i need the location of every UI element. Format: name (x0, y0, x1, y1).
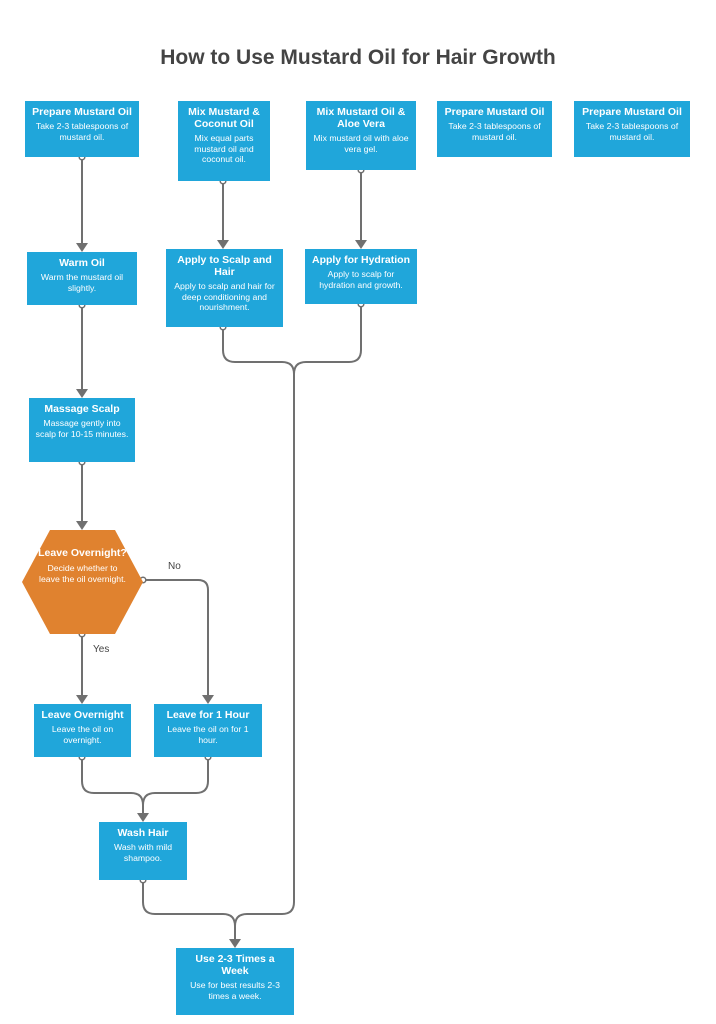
node-description: Take 2-3 tablespoons of mustard oil. (585, 121, 679, 142)
node-title: Prepare Mustard Oil (444, 106, 545, 118)
node-title: Leave for 1 Hour (166, 709, 250, 721)
node-description: Leave the oil on for 1 hour. (167, 724, 249, 745)
arrowhead-warm (76, 243, 88, 252)
arrowhead-massage (76, 389, 88, 398)
arrowhead-overnight (76, 695, 88, 704)
node-description: Leave the oil on overnight. (51, 724, 114, 745)
node-use-2-3-times-week: Use 2-3 Times a Week Use for best result… (176, 948, 294, 1015)
diagram-title: How to Use Mustard Oil for Hair Growth (160, 46, 556, 69)
connector-hydration-merge (293, 304, 362, 375)
node-description: Apply to scalp and hair for deep conditi… (174, 281, 275, 312)
node-title: Warm Oil (59, 257, 105, 269)
node-title: Use 2-3 Times a Week (195, 953, 275, 977)
node-mix-mustard-coconut: Mix Mustard & Coconut Oil Mix equal part… (178, 101, 270, 181)
edge-label-no: No (168, 561, 181, 572)
node-wash-hair: Wash Hair Wash with mild shampoo. (99, 822, 187, 880)
arrowhead-wash (137, 813, 149, 822)
node-title: Prepare Mustard Oil (582, 106, 682, 118)
node-description: Take 2-3 tablespoons of mustard oil. (35, 121, 129, 142)
node-description: Warm the mustard oil slightly. (40, 272, 124, 293)
node-description: Mix equal parts mustard oil and coconut … (194, 133, 254, 164)
node-prepare-mustard-oil: Prepare Mustard Oil Take 2-3 tablespoons… (25, 101, 139, 157)
node-leave-1-hour: Leave for 1 Hour Leave the oil on for 1 … (154, 704, 262, 757)
node-description: Apply to scalp for hydration and growth. (319, 269, 403, 290)
node-description: Decide whether to leave the oil overnigh… (39, 563, 126, 584)
node-massage-scalp: Massage Scalp Massage gently into scalp … (29, 398, 135, 462)
node-description: Take 2-3 tablespoons of mustard oil. (448, 121, 541, 142)
node-leave-overnight-decision: Leave Overnight? Decide whether to leave… (22, 530, 143, 634)
node-apply-hydration: Apply for Hydration Apply to scalp for h… (305, 249, 417, 304)
node-mix-mustard-aloe: Mix Mustard Oil & Aloe Vera Mix mustard … (306, 101, 416, 170)
connector-hour-to-wash (142, 757, 209, 806)
node-prepare-mustard-oil-2: Prepare Mustard Oil Take 2-3 tablespoons… (437, 101, 552, 157)
node-title: Mix Mustard Oil & Aloe Vera (316, 106, 406, 130)
connector-decision-no (143, 579, 209, 700)
node-warm-oil: Warm Oil Warm the mustard oil slightly. (27, 252, 137, 305)
node-title: Apply to Scalp and Hair (177, 254, 272, 278)
edge-label-yes: Yes (93, 644, 110, 655)
node-title: Mix Mustard & Coconut Oil (188, 106, 260, 130)
node-title: Massage Scalp (44, 403, 120, 415)
connector-overnight-to-wash (81, 757, 144, 817)
arrowhead-apply-hydration (355, 240, 367, 249)
node-title: Prepare Mustard Oil (32, 106, 132, 118)
arrowhead-use (229, 939, 241, 948)
node-title: Leave Overnight (41, 709, 124, 721)
node-description: Wash with mild shampoo. (113, 842, 173, 863)
node-prepare-mustard-oil-3: Prepare Mustard Oil Take 2-3 tablespoons… (574, 101, 690, 157)
node-apply-scalp-hair: Apply to Scalp and Hair Apply to scalp a… (166, 249, 283, 327)
decision-hexagon-shape (22, 530, 143, 634)
node-description: Massage gently into scalp for 10-15 minu… (35, 418, 129, 439)
node-leave-overnight: Leave Overnight Leave the oil on overnig… (34, 704, 131, 757)
arrowhead-hour (202, 695, 214, 704)
node-description: Use for best results 2-3 times a week. (190, 980, 280, 1001)
node-description: Mix mustard oil with aloe vera gel. (313, 133, 409, 154)
connector-wash-to-use (142, 880, 236, 927)
connector-apply-merge (222, 327, 295, 943)
node-title: Leave Overnight? (38, 547, 127, 559)
arrowhead-apply-scalp (217, 240, 229, 249)
node-title: Apply for Hydration (311, 254, 410, 266)
arrowhead-decision (76, 521, 88, 530)
node-title: Wash Hair (117, 827, 169, 839)
